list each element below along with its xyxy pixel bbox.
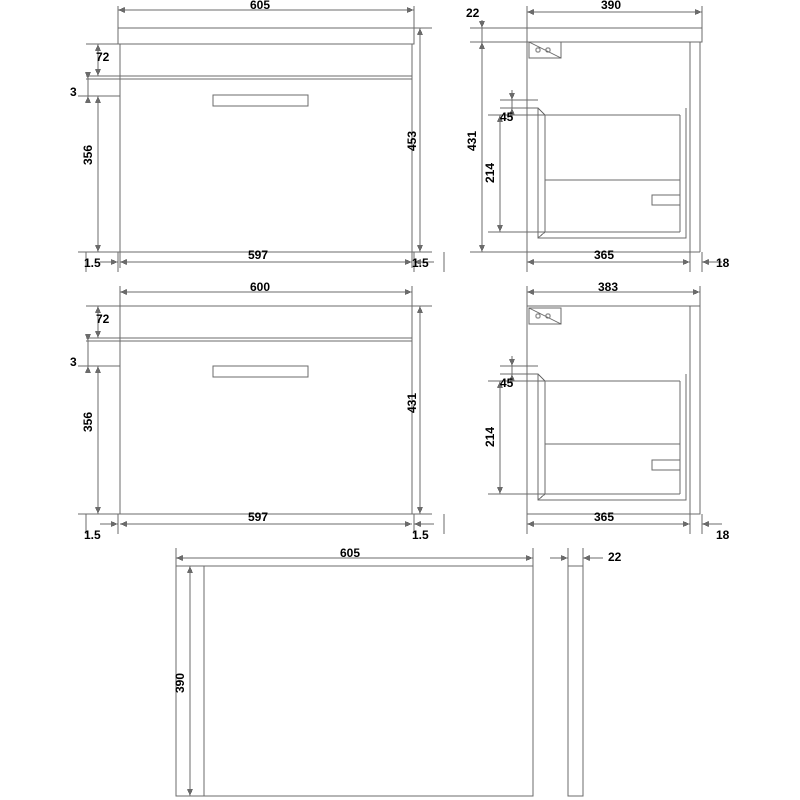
dim-s1-body-depth: 365 bbox=[594, 248, 615, 262]
dim-s1-depth: 390 bbox=[601, 0, 622, 12]
dim-s2-rear-offset: 18 bbox=[716, 528, 730, 542]
dim-f1-drawer-height: 356 bbox=[81, 144, 96, 166]
dim-f2-left-offset: 1.5 bbox=[84, 528, 101, 542]
dim-f1-total-height: 453 bbox=[405, 130, 420, 152]
dim-f1-body-width: 597 bbox=[248, 248, 269, 262]
dim-e-thickness: 22 bbox=[608, 550, 622, 564]
dim-s2-depth: 383 bbox=[598, 280, 619, 294]
dim-s1-drawer-height: 214 bbox=[483, 162, 498, 184]
dim-f2-drawer-height: 356 bbox=[81, 411, 96, 433]
dim-f1-top-width: 605 bbox=[250, 0, 271, 12]
dim-f2-body-width: 597 bbox=[248, 510, 269, 524]
dim-p-depth: 390 bbox=[173, 672, 188, 694]
dim-s2-top-to-drawer: 45 bbox=[500, 376, 514, 390]
dim-p-width: 605 bbox=[340, 546, 361, 560]
dim-f1-right-offset: 1.5 bbox=[412, 256, 429, 270]
dim-s1-top-to-drawer: 45 bbox=[500, 110, 514, 124]
dim-s2-body-depth: 365 bbox=[594, 510, 615, 524]
dim-f2-top-gap: 72 bbox=[96, 312, 110, 326]
dim-f2-total-height: 431 bbox=[405, 392, 420, 414]
dim-f2-top-width: 600 bbox=[250, 280, 271, 294]
dim-f1-top-gap: 72 bbox=[96, 50, 110, 64]
dim-s1-total-height: 431 bbox=[465, 130, 480, 152]
dim-f1-left-offset: 1.5 bbox=[84, 256, 101, 270]
dim-f2-reveal: 3 bbox=[70, 355, 77, 369]
dim-s1-rear-offset: 18 bbox=[716, 256, 730, 270]
dim-f2-right-offset: 1.5 bbox=[412, 528, 429, 542]
dim-s2-drawer-height: 214 bbox=[483, 426, 498, 448]
dim-s1-worktop-thickness: 22 bbox=[466, 6, 480, 20]
dim-f1-reveal: 3 bbox=[70, 85, 77, 99]
